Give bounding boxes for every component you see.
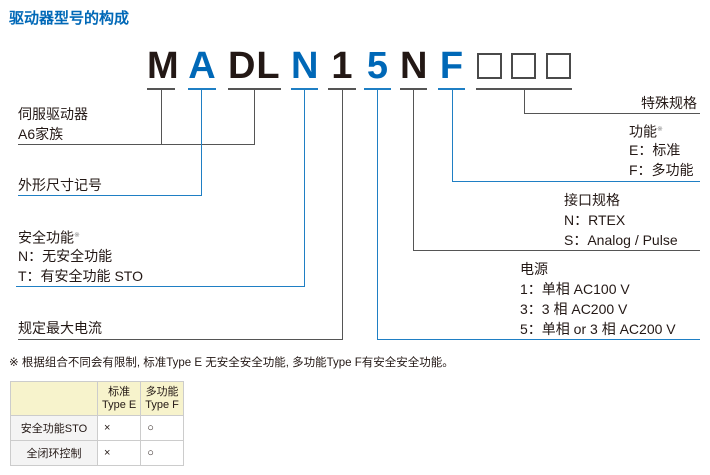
underline [476,88,572,90]
safety-option: T：有安全功能 STO [18,268,143,284]
special-label: 特殊规格 [641,95,697,111]
interface-option: S：Analog / Pulse [564,232,678,248]
connector [377,90,378,339]
underline [147,88,175,90]
connector [304,90,305,286]
connector [18,144,255,145]
row-label: 安全功能STO [10,415,98,441]
placeholder-box [511,53,536,79]
power-option: 5：单相 or 3 相 AC200 V [520,321,676,337]
header-line: 多功能 [145,385,179,398]
header-line: Type F [145,398,179,411]
connector [413,250,700,251]
connector [254,90,255,144]
function-option: F：多功能 [629,162,694,178]
function-head: 功能※ [629,120,663,142]
connector [16,286,305,287]
model-char: N [291,45,319,87]
row-label: 全闭环控制 [10,440,98,466]
model-char: 5 [366,45,389,87]
series-label: 伺服驱动器 [18,106,88,122]
cell-type-f: ○ [140,440,184,466]
footnote: ※ 根据组合不同会有限制, 标准Type E 无安全安全功能, 多功能Type … [9,357,454,369]
model-char: 1 [331,45,353,87]
underline [188,88,216,90]
model-char: L [256,45,280,87]
function-head-text: 功能 [629,123,657,140]
model-char: D [228,45,256,87]
connector [452,181,700,182]
connector [18,195,202,196]
note-mark: ※ [74,232,80,239]
header-line: 标准 [108,385,131,398]
model-char: F [439,45,464,87]
cell-type-e: × [96,415,142,441]
connector [201,90,202,195]
connector [18,339,343,340]
connector [161,90,162,144]
connector [524,90,525,113]
function-option: E：标准 [629,142,681,158]
cell-type-f: ○ [140,415,184,441]
underline [291,88,318,90]
underline [400,88,427,90]
safety-head: 安全功能※ [18,226,80,248]
connector [452,90,453,181]
safety-option: N：无安全功能 [18,248,113,264]
current-label: 规定最大电流 [18,320,102,336]
safety-head-text: 安全功能 [18,229,74,246]
connector [377,339,700,340]
family-label: A6家族 [18,126,64,142]
header-line: Type E [102,398,137,411]
underline [328,88,356,90]
power-head: 电源 [520,261,548,277]
interface-head: 接口规格 [564,192,620,208]
underline [364,88,391,90]
connector [524,113,700,114]
cell-type-e: × [96,440,142,466]
power-option: 1：单相 AC100 V [520,281,630,297]
frame-label: 外形尺寸记号 [18,177,102,193]
note-mark: ※ [657,126,663,133]
table-row: 全闭环控制 × ○ [10,440,184,466]
underline [228,88,281,90]
model-char: N [400,45,428,87]
table-row: 安全功能STO × ○ [10,415,184,441]
connector [413,90,414,250]
model-char: A [188,45,216,87]
underline [438,88,465,90]
placeholder-box [477,53,502,79]
model-char: M [147,45,179,87]
power-option: 3：3 相 AC200 V [520,301,628,317]
page-title: 驱动器型号的构成 [9,10,130,27]
placeholder-box [546,53,571,79]
connector [342,90,343,339]
table-corner [10,381,98,416]
interface-option: N：RTEX [564,212,626,228]
